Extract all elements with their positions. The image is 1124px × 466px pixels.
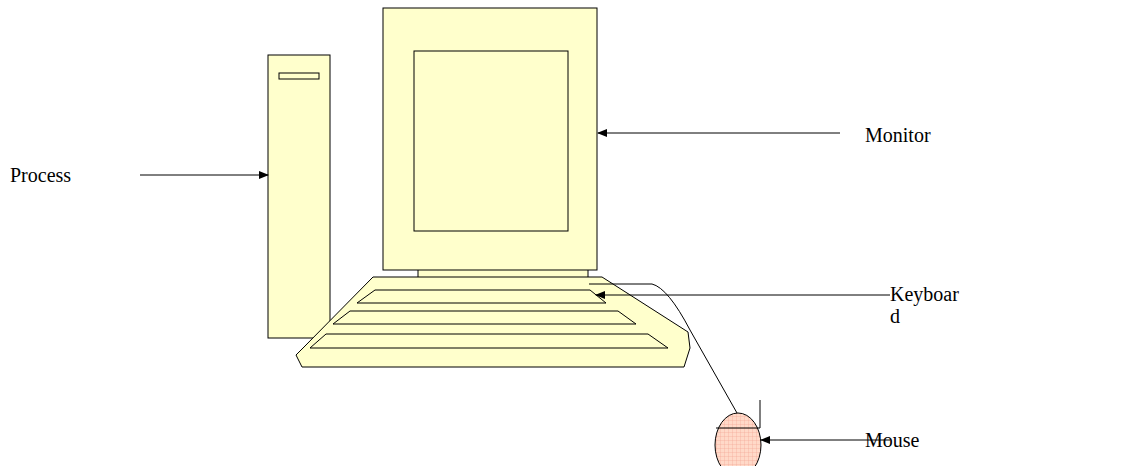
part-label: Process [10,164,71,186]
mouse-body [715,413,761,466]
part-label: Mouse [865,429,919,451]
processor-tower [268,55,330,338]
key-row [357,290,606,303]
leader-arrow [598,133,840,134]
leader-arrow [140,175,268,176]
keyboard-body [296,277,690,367]
part-label: Keyboard [890,283,966,327]
mouse-buttons [716,400,760,428]
key-row [333,311,636,324]
monitor-screen [414,51,568,231]
mouse-cable [589,284,737,413]
drive-slot [279,73,319,79]
monitor-body [383,8,597,270]
leader-arrow [596,295,890,296]
part-label: Monitor [865,124,931,146]
key-row [310,334,668,348]
